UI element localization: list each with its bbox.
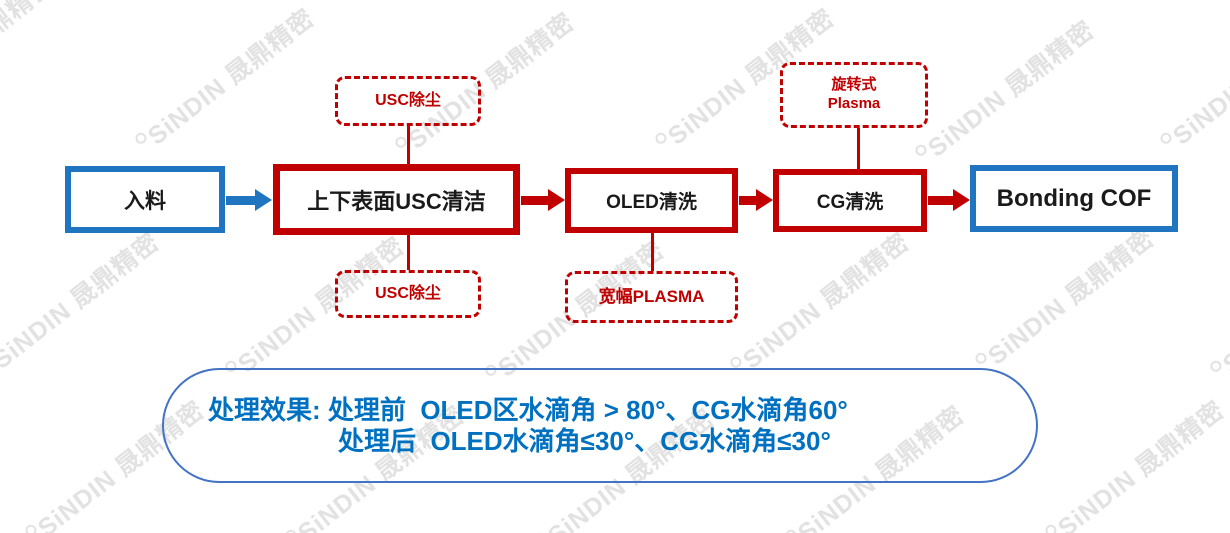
watermark: SiNDIN 晟鼎精密 — [1039, 391, 1230, 533]
watermark: SiNDIN 晟鼎精密 — [129, 0, 321, 160]
watermark-ring-icon — [973, 350, 989, 366]
arrow-cg-to-bonding — [928, 186, 970, 214]
connector-usc-bottom — [407, 235, 410, 270]
aux-usc-dedust-bottom: USC除尘 — [335, 270, 481, 318]
watermark: SiNDIN 晟鼎精密 — [724, 223, 916, 384]
arrow-oled-to-cg — [739, 186, 773, 214]
aux-rotary-plasma: 旋转式 Plasma — [780, 62, 928, 128]
treatment-result-note: 处理效果: 处理前 OLED区水滴角 > 80°、CG水滴角60° 处理后 OL… — [162, 368, 1038, 483]
arrow-inlet-to-usc — [226, 186, 272, 214]
node-cg-clean: CG清洗 — [773, 169, 927, 232]
node-oled-clean: OLED清洗 — [565, 168, 738, 233]
aux-usc-dedust-top: USC除尘 — [335, 76, 481, 126]
watermark-ring-icon — [913, 142, 929, 158]
arrow-head-icon — [953, 189, 970, 211]
arrow-shaft — [928, 195, 953, 205]
watermark: SiNDIN 晟鼎精密 — [969, 219, 1161, 380]
watermark: SiNDIN 晟鼎精密 — [1204, 227, 1230, 388]
aux-rotary-plasma-line1: 旋转式 — [831, 76, 877, 94]
watermark-ring-icon — [23, 522, 39, 533]
node-bonding-cof: Bonding COF — [970, 165, 1178, 232]
arrow-usc-to-oled — [521, 186, 565, 214]
arrow-head-icon — [255, 189, 272, 211]
arrow-shaft — [739, 195, 756, 205]
watermark-ring-icon — [1043, 522, 1059, 533]
watermark: SiNDIN 晟鼎精密 — [0, 227, 165, 375]
note-line-after: 处理后 OLED水滴角≤30°、CG水滴角≤30° — [338, 425, 831, 456]
node-usc-clean: 上下表面USC清洁 — [273, 164, 520, 235]
connector-usc-top — [407, 126, 410, 164]
watermark-ring-icon — [783, 527, 799, 533]
watermark-ring-icon — [133, 130, 149, 146]
connector-cg-top — [857, 128, 860, 169]
watermark-ring-icon — [283, 527, 299, 533]
watermark-ring-icon — [653, 130, 669, 146]
arrow-shaft — [521, 195, 548, 205]
connector-oled-bottom — [651, 233, 654, 271]
arrow-shaft — [226, 195, 255, 205]
aux-wide-plasma: 宽幅PLASMA — [565, 271, 738, 323]
watermark: SiNDIN 晟鼎精密 — [1154, 0, 1230, 160]
note-line-before: 处理效果: 处理前 OLED区水滴角 > 80°、CG水滴角60° — [208, 394, 848, 425]
watermark: SiNDIN 晟鼎精密 — [909, 11, 1101, 172]
watermark-ring-icon — [1158, 130, 1174, 146]
node-inlet: 入料 — [65, 166, 225, 233]
watermark-ring-icon — [1208, 358, 1224, 374]
arrow-head-icon — [548, 189, 565, 211]
arrow-head-icon — [756, 189, 773, 211]
watermark: SiNDIN 晟鼎精密 — [0, 0, 60, 118]
aux-rotary-plasma-line2: Plasma — [827, 95, 881, 112]
